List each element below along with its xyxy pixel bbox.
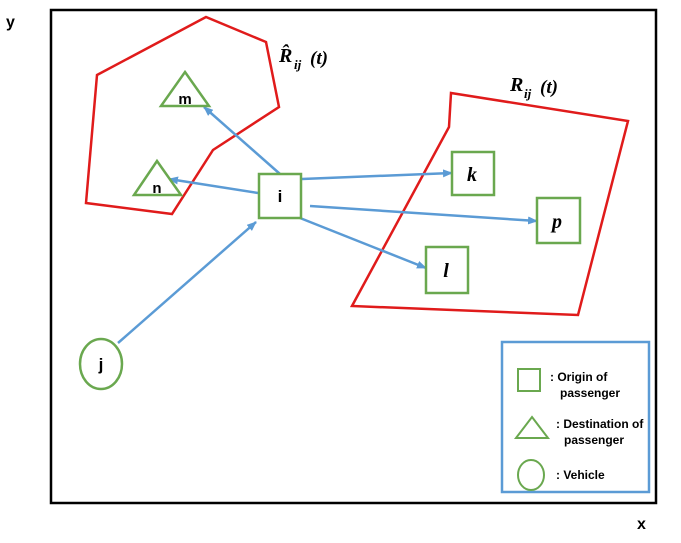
destination-node-n-label: n — [152, 180, 161, 197]
legend-destination-line2: passenger — [564, 433, 624, 447]
arrow-i-to-l — [299, 216, 427, 270]
region-r-hat-argument: (t) — [310, 48, 328, 69]
y-axis-label: y — [6, 14, 15, 31]
legend-destination-line1: : Destination of — [556, 417, 644, 431]
legend-origin-line1: : Origin of — [550, 370, 608, 384]
legend-origin-line2: passenger — [560, 386, 620, 400]
region-r-hat-symbol: R̂ — [278, 43, 292, 67]
origin-node-l — [424, 245, 470, 295]
region-r-subscript: ij — [524, 86, 532, 101]
arrow-i-to-p — [309, 204, 538, 225]
region-r-hat-label: R̂ ij (t) — [278, 43, 328, 72]
arrow-j-to-i — [117, 221, 257, 344]
arrow-i-to-m — [203, 106, 281, 175]
origin-node-k — [450, 150, 496, 197]
legend-triangle-icon — [513, 415, 551, 439]
legend-vehicle: : Vehicle — [556, 468, 605, 482]
arrow-i-to-k — [301, 169, 453, 181]
region-r-label: R ij (t) — [509, 74, 558, 101]
origin-node-k-label: k — [467, 164, 477, 186]
vehicle-node-j — [78, 337, 124, 391]
region-r-hat — [84, 15, 281, 216]
region-r-symbol: R — [509, 74, 523, 96]
origin-node-i-label: i — [278, 187, 283, 206]
plot-frame — [49, 8, 658, 505]
region-r-argument: (t) — [540, 77, 558, 98]
legend-ellipse-icon — [517, 459, 545, 491]
destination-node-n — [131, 158, 184, 197]
destination-node-m — [158, 69, 212, 108]
vehicle-node-j-label: j — [98, 355, 104, 374]
arrow-i-to-n — [168, 176, 259, 195]
legend: : Origin of passenger : Destination of p… — [500, 340, 651, 494]
origin-node-i — [257, 172, 303, 220]
origin-node-p — [535, 196, 582, 245]
region-r — [349, 91, 630, 317]
origin-node-p-label: p — [550, 211, 562, 233]
region-r-hat-subscript: ij — [294, 57, 302, 72]
origin-node-l-label: l — [443, 260, 449, 282]
legend-square-icon — [517, 368, 541, 392]
destination-node-m-label: m — [178, 91, 191, 108]
x-axis-label: x — [637, 516, 646, 533]
